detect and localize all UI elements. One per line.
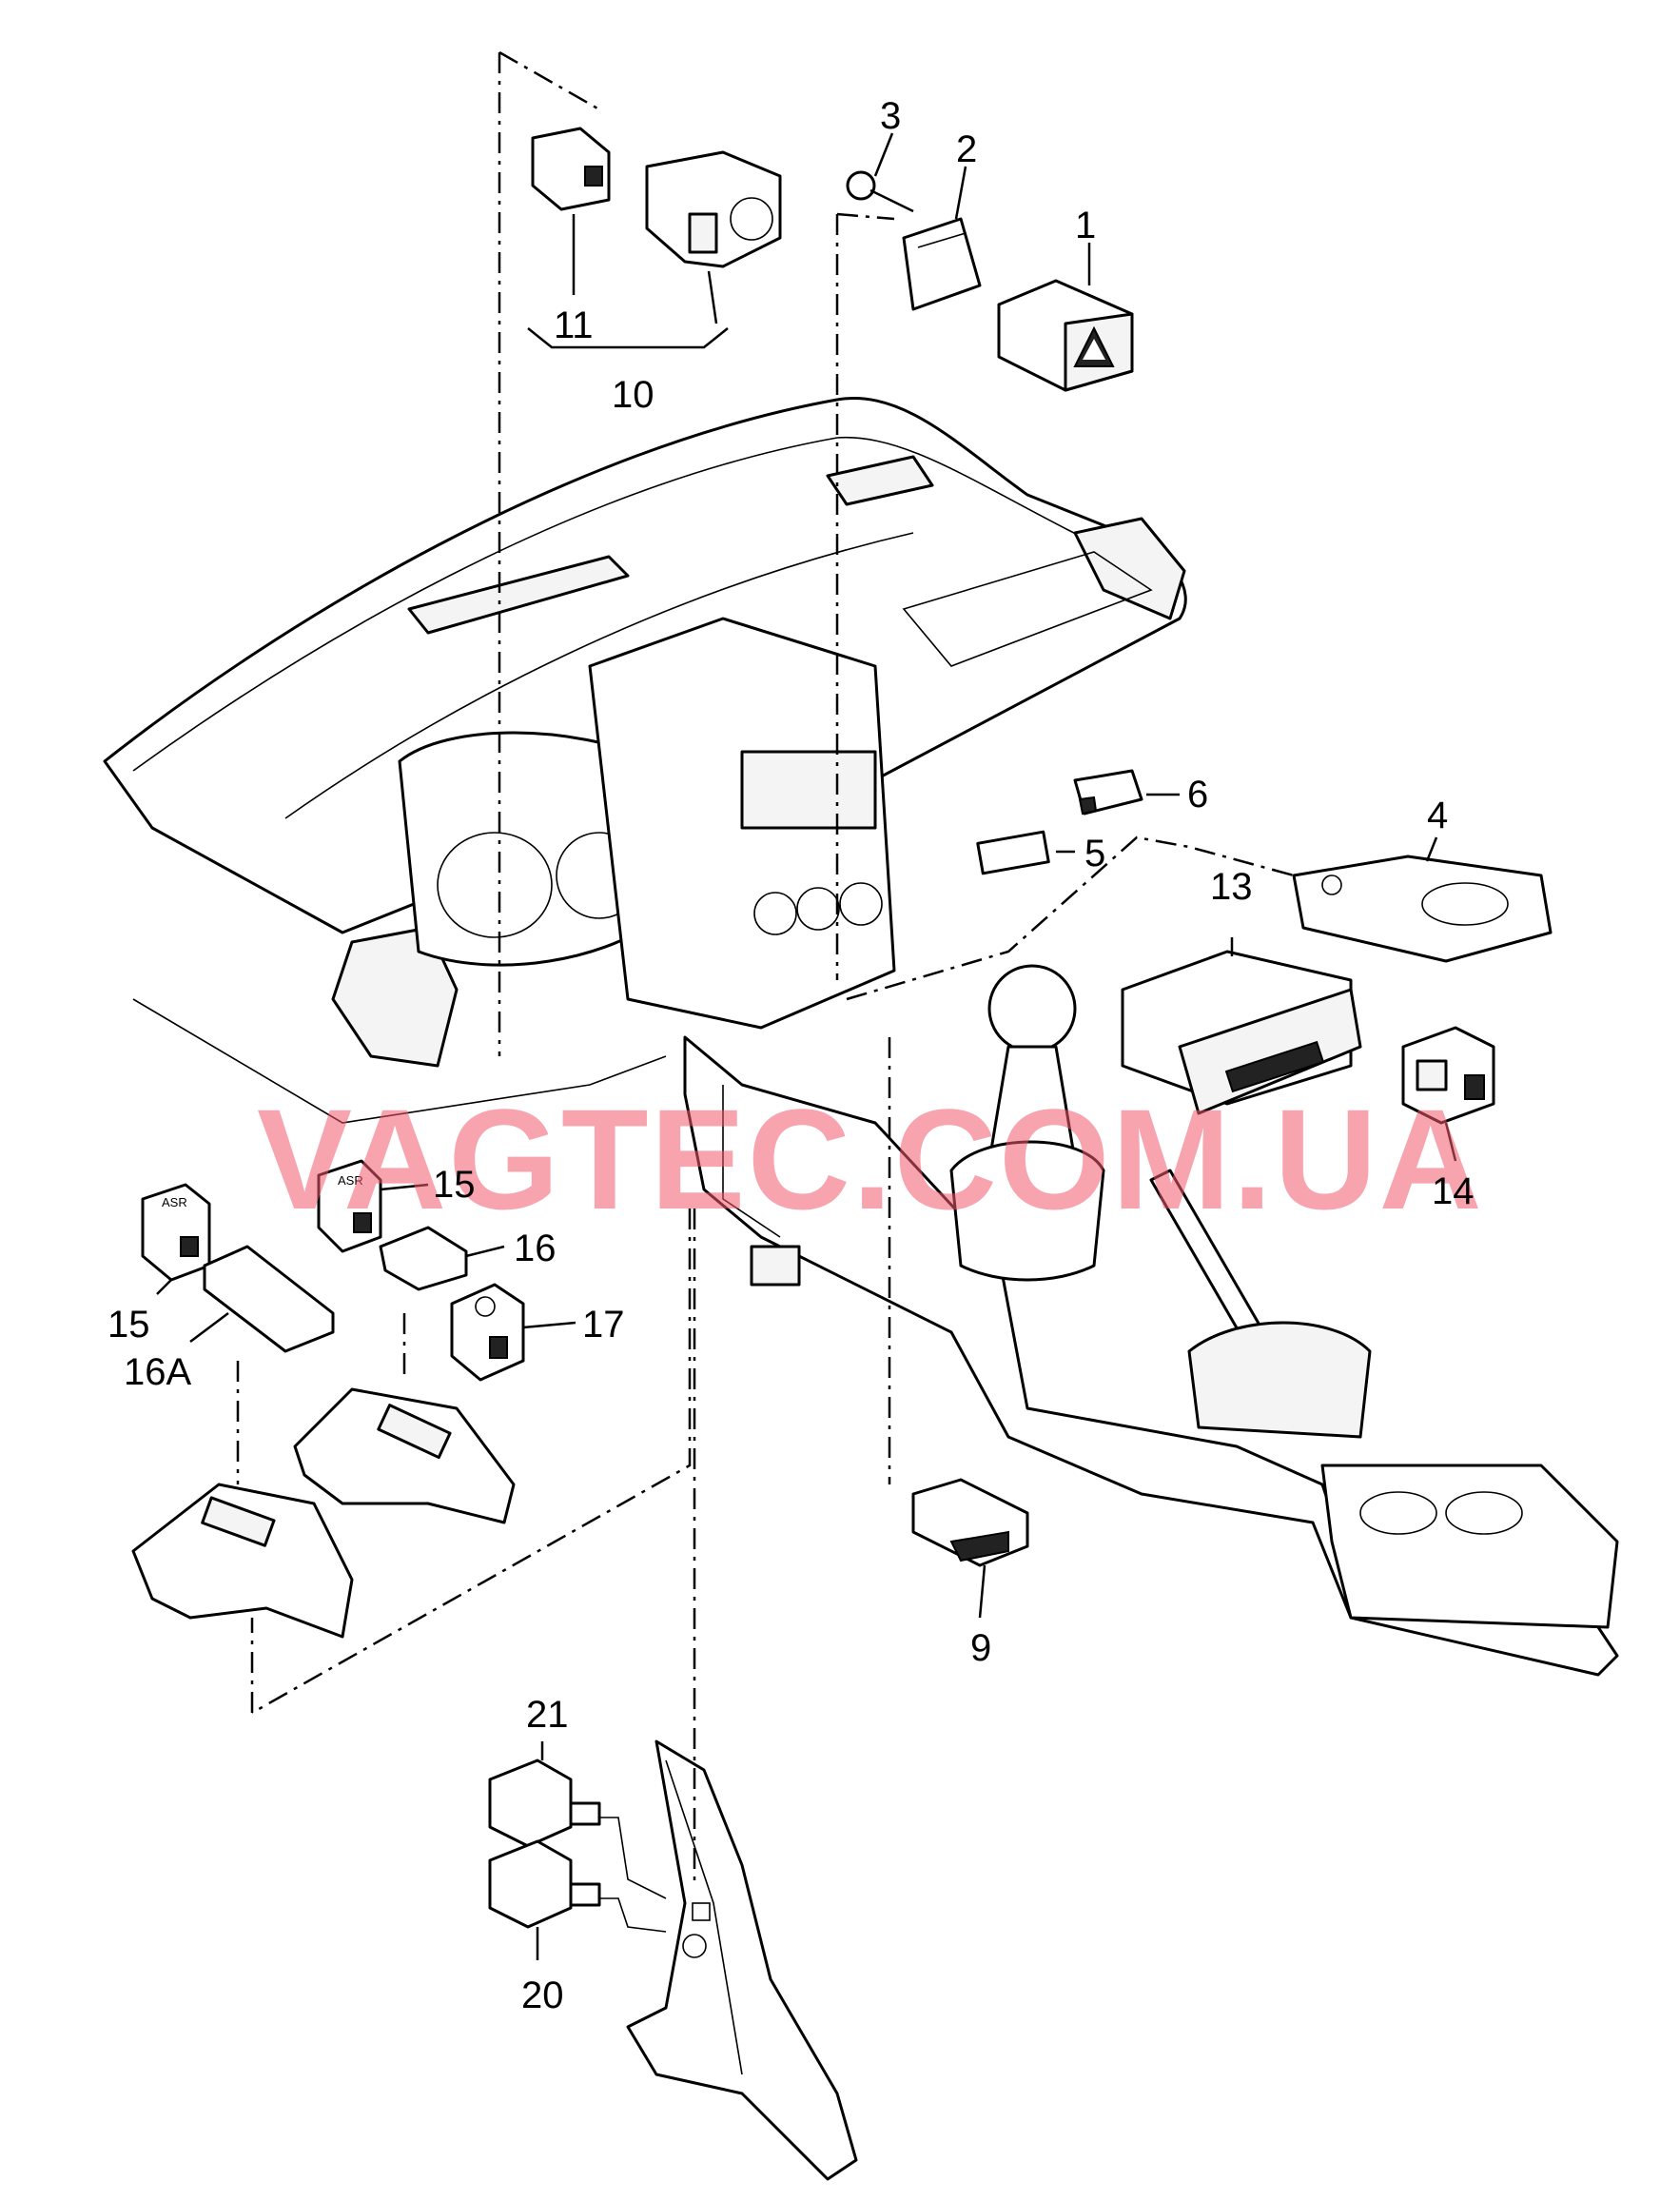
assembly-lines [236, 50, 1295, 1884]
a-pillar-trim [626, 1739, 858, 2181]
part-13-display [1121, 950, 1362, 1115]
part-16a-cover [203, 1245, 335, 1353]
asr-legend: ASR [162, 1195, 187, 1209]
callout-2: 2 [956, 128, 977, 170]
part-5-blank [976, 830, 1050, 875]
leader-lines [156, 132, 1457, 1960]
callout-16a: 16A [124, 1351, 191, 1393]
callout-17: 17 [582, 1304, 625, 1346]
callout-15b: 15 [433, 1164, 476, 1206]
center-console [683, 964, 1619, 1677]
part-2-bracket [902, 217, 982, 311]
callout-5: 5 [1084, 833, 1105, 875]
part-15a-asr-switch: ASR [141, 1183, 211, 1282]
part-14-switch [1401, 1026, 1495, 1125]
part-1-hazard-switch [997, 279, 1134, 392]
watermark-text: VAGTEC.COM.UA [257, 1079, 1484, 1239]
callout-20: 20 [521, 1975, 564, 2016]
callouts: 1 2 3 4 5 6 9 10 11 13 14 15 15 16 16A 1… [107, 95, 1475, 2016]
callout-13: 13 [1210, 866, 1253, 908]
callout-15a: 15 [107, 1304, 150, 1346]
asr-legend: ASR [338, 1173, 363, 1188]
part-10-housing [645, 150, 782, 268]
part-20-switch [488, 1839, 601, 1929]
part-4-cup-holder [1292, 855, 1553, 963]
side-trim-panels [131, 1387, 516, 1639]
callout-1: 1 [1075, 205, 1096, 246]
callout-3: 3 [880, 95, 901, 137]
callout-4: 4 [1427, 795, 1448, 836]
part-17-switch [450, 1283, 525, 1382]
callout-21: 21 [526, 1694, 569, 1736]
part-3-screw [846, 170, 914, 213]
callout-10: 10 [612, 374, 654, 416]
callout-6: 6 [1187, 774, 1208, 816]
part-9-switch [911, 1478, 1029, 1567]
callout-11: 11 [554, 305, 594, 346]
callout-14: 14 [1432, 1170, 1475, 1212]
part-16-cover [379, 1226, 468, 1291]
callout-16: 16 [514, 1228, 557, 1269]
part-21-switch [488, 1759, 601, 1848]
part-6-blank [1073, 769, 1143, 816]
part-15b-asr-switch: ASR [317, 1159, 382, 1253]
dashboard [103, 397, 1187, 1124]
callout-9: 9 [970, 1627, 991, 1669]
part-11-switch [531, 127, 611, 211]
